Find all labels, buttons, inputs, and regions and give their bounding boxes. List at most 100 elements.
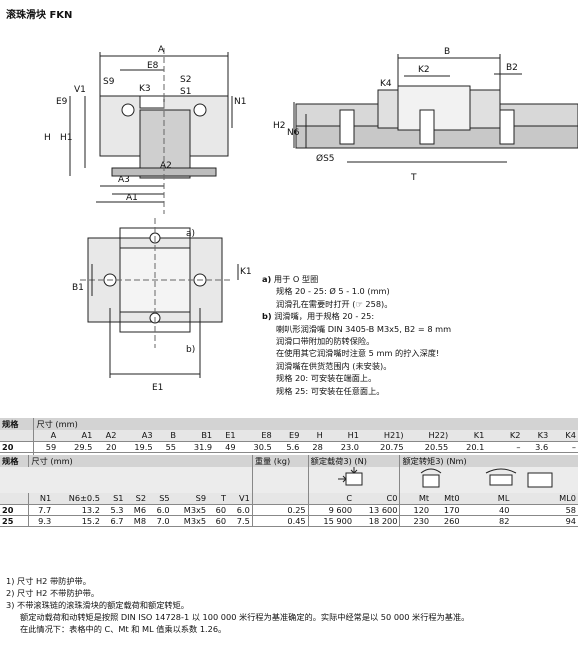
- table-header-cell: A3: [118, 430, 155, 442]
- table-cell: 6.0: [148, 504, 172, 516]
- table-cell: 0.45: [251, 515, 309, 527]
- dim-label-K4: K4: [380, 79, 392, 89]
- dim-label-H1: H1: [60, 133, 73, 143]
- table-cell: 120: [399, 504, 432, 516]
- table-group-header: 额定转矩3) (Nm): [399, 455, 578, 467]
- table-header-cell: N6±0.5: [53, 493, 102, 505]
- table-header-cell: H1: [324, 430, 361, 442]
- note-line: 润滑嘴在供货范围内 (未安装)。: [276, 360, 392, 371]
- table-cell: M3x5: [171, 515, 209, 527]
- table-cell: 28: [301, 441, 325, 453]
- table-header-row: A A1 A2 A3 B B1 E1 E8 E9 H H1 H21) H22) …: [0, 430, 578, 442]
- table-row: 25 9.3 15.2 6.7 M8 7.0 M3x5 60 7.5 0.45 …: [0, 515, 578, 527]
- dim-label-B: B: [444, 47, 450, 57]
- table-cell: 7.7: [28, 504, 54, 516]
- table-cell: 58: [511, 504, 578, 516]
- footnote-line: 3) 不带滚珠链的滚珠滑块的额定载荷和额定转矩。: [6, 600, 189, 610]
- torque-ml-icon: [461, 467, 578, 493]
- table-header-cell: T: [208, 493, 229, 505]
- footnote-line: 1) 尺寸 H2 带防护带。: [6, 576, 91, 586]
- table-cell: 30.5: [237, 441, 274, 453]
- table-cell: 3.6: [522, 441, 551, 453]
- top-view-drawing: [80, 218, 239, 378]
- note-line: 喇叭形润滑嘴 DIN 3405-B M3x5, B2 = 8 mm: [276, 323, 452, 334]
- table-cell: 170: [431, 504, 462, 516]
- table-cell: M3x5: [171, 504, 209, 516]
- dim-label-H2: H2: [273, 121, 286, 131]
- callout-a: a): [186, 229, 195, 239]
- note-line: 规格 25: 可安装在任意面上。: [276, 385, 385, 396]
- table-header-cell: [0, 493, 29, 505]
- table-cell: 260: [431, 515, 462, 527]
- table-header-cell: H22): [405, 430, 451, 442]
- page-title: 滚珠滑块 FKN: [6, 10, 73, 21]
- technical-drawings: A E8 S9 K3 S2 S1 V1 E9 H H1 N1 A2 A3 A1 …: [44, 45, 578, 393]
- footnotes: 1) 尺寸 H2 带防护带。 2) 尺寸 H2 不带防护带。 3) 不带滚珠链的…: [6, 575, 469, 635]
- table-header-cell: [0, 430, 34, 442]
- dim-label-N1: N1: [234, 97, 246, 107]
- note-line: 规格 20: 可安装在端面上。: [276, 373, 377, 384]
- note-line: 在使用其它润滑嘴时注意 5 mm 的拧入深度!: [276, 348, 440, 359]
- table-cell: 0.25: [251, 504, 309, 516]
- table-cell: 20.75: [360, 441, 406, 453]
- dim-label-S2: S2: [180, 75, 191, 85]
- table-cell: 7.0: [148, 515, 172, 527]
- table-cell: M6: [125, 504, 149, 516]
- table-cell: 13.2: [53, 504, 102, 516]
- table-cell: 49: [214, 441, 238, 453]
- dim-label-T: T: [410, 173, 417, 183]
- table-header-cell: C0: [354, 493, 400, 505]
- table-cell: 5.6: [273, 441, 302, 453]
- table-cell: 7.5: [228, 515, 253, 527]
- table-header-cell: S1: [101, 493, 126, 505]
- table-header-cell: K4: [550, 430, 578, 442]
- load-direction-icon: [307, 467, 400, 493]
- table-header-cell: K1: [450, 430, 487, 442]
- table-header-cell: N1: [28, 493, 54, 505]
- table-header-cell: S5: [148, 493, 172, 505]
- dimensions-table-2: 规格 尺寸 (mm) 重量 (kg) 额定载荷3) (N) 额定转矩3) (Nm…: [0, 455, 578, 527]
- table-header-cell: K2: [486, 430, 523, 442]
- table-cell: 20: [0, 441, 34, 453]
- table-group-header: 尺寸 (mm): [33, 418, 578, 430]
- dim-label-K2: K2: [418, 65, 430, 75]
- table-cell: 20: [94, 441, 119, 453]
- dim-label-E9: E9: [56, 97, 68, 107]
- table-cell: 19.5: [118, 441, 155, 453]
- table-header-cell: ML: [461, 493, 512, 505]
- table-cell: 23.0: [324, 441, 361, 453]
- table-cell: 59: [33, 441, 59, 453]
- table-header-row: N1 N6±0.5 S1 S2 S5 S9 T V1 C C0 Mt Mt0 M…: [0, 493, 578, 505]
- table-header-cell: E1: [214, 430, 238, 442]
- callout-b: b): [186, 345, 195, 355]
- table-row: 20 59 29.5 20 19.5 55 31.9 49 30.5 5.6 2…: [0, 441, 578, 453]
- table-cell: 94: [511, 515, 578, 527]
- table-header-cell: H: [301, 430, 325, 442]
- drawing-notes: a) 用于 O 型圈 规格 20 - 25: Ø 5 - 1.0 (mm) 润滑…: [262, 273, 451, 397]
- note-line: 规格 20 - 25: Ø 5 - 1.0 (mm): [276, 286, 390, 297]
- footnote-line: 额定动载荷和动转矩是按照 DIN ISO 14728-1 以 100 000 米…: [20, 612, 470, 622]
- table-cell: 82: [461, 515, 512, 527]
- table-cell: 230: [399, 515, 432, 527]
- table-cell: 25: [0, 515, 29, 527]
- dim-label-K1: K1: [240, 267, 252, 277]
- table-header-cell: B: [154, 430, 178, 442]
- dim-label-H: H: [44, 133, 51, 143]
- table-cell: 13 600: [354, 504, 400, 516]
- dim-label-V1: V1: [74, 85, 86, 95]
- table-cell: 15.2: [53, 515, 102, 527]
- table-header-cell: S2: [125, 493, 149, 505]
- dim-label-A3: A3: [118, 175, 130, 185]
- table-header-cell: Mt0: [431, 493, 462, 505]
- table-header-cell: S9: [171, 493, 209, 505]
- table-header-cell: [251, 493, 309, 505]
- front-view-labels: A E8 S9 K3 S2 S1 V1 E9 H H1 N1 A2 A3 A1: [44, 45, 246, 203]
- dim-label-E8: E8: [147, 61, 159, 71]
- table-cell: 15 900: [307, 515, 355, 527]
- dim-label-K3: K3: [139, 84, 151, 94]
- table-cell: 20.1: [450, 441, 487, 453]
- table-group-header: 重量 (kg): [251, 455, 309, 467]
- table-cell: 18 200: [354, 515, 400, 527]
- note-line: a) 用于 O 型圈: [262, 274, 319, 284]
- table-group-header: 尺寸 (mm): [28, 455, 253, 467]
